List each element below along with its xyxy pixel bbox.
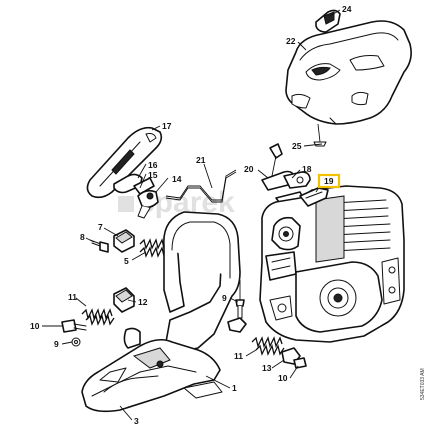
callout-24: 24 (342, 4, 352, 14)
rear-handle-molding[interactable] (86, 126, 163, 199)
callout-11-right: 11 (234, 351, 243, 361)
callout-20: 20 (244, 164, 254, 174)
callout-labels: 24 22 25 17 16 15 14 21 20 18 19 7 8 5 1… (30, 4, 352, 426)
throttle-rod[interactable] (165, 169, 237, 203)
callout-3: 3 (134, 416, 139, 426)
screw-10-left[interactable] (61, 319, 87, 333)
callout-14: 14 (172, 174, 182, 184)
callout-17: 17 (162, 121, 172, 131)
damper-12[interactable] (113, 287, 135, 313)
throttle-lever-assembly[interactable] (113, 173, 159, 219)
callout-21: 21 (196, 155, 206, 165)
highlight-box (317, 173, 341, 189)
callout-19: 19 (324, 176, 334, 186)
callout-5: 5 (124, 256, 129, 266)
handle-base[interactable] (81, 327, 223, 413)
callout-18: 18 (302, 164, 312, 174)
callout-22: 22 (286, 36, 296, 46)
screw-8[interactable] (89, 239, 109, 253)
callout-1: 1 (232, 383, 237, 393)
handlebar-frame[interactable] (163, 211, 241, 353)
callout-10-right: 10 (278, 373, 288, 383)
damper-block[interactable] (113, 229, 135, 253)
cover-screw[interactable] (313, 123, 327, 147)
callout-15: 15 (148, 170, 158, 180)
callout-16: 16 (148, 160, 158, 170)
callout-25: 25 (292, 141, 302, 151)
cover-lock-knob[interactable] (315, 9, 341, 33)
callout-8: 8 (80, 232, 85, 242)
callout-9-right: 9 (222, 293, 227, 303)
screw-10-right[interactable] (293, 357, 307, 369)
damper-right[interactable] (227, 317, 247, 333)
engine-cover[interactable] (285, 20, 412, 125)
document-id: 534ET033 AM (420, 368, 426, 400)
callout-9-left: 9 (54, 339, 59, 349)
callout-12: 12 (138, 297, 148, 307)
engine-housing[interactable] (259, 185, 405, 343)
callout-11-left: 11 (68, 292, 77, 302)
callout-13: 13 (262, 363, 272, 373)
screw-9-right[interactable] (235, 280, 245, 319)
callout-10-left: 10 (30, 321, 40, 331)
washer-9-left[interactable] (71, 337, 81, 347)
callout-7: 7 (98, 222, 103, 232)
spring-11-right[interactable] (251, 336, 285, 356)
part-19-clip[interactable] (299, 187, 329, 207)
spring-11-left[interactable] (81, 308, 115, 326)
leader-lines (42, 9, 341, 421)
